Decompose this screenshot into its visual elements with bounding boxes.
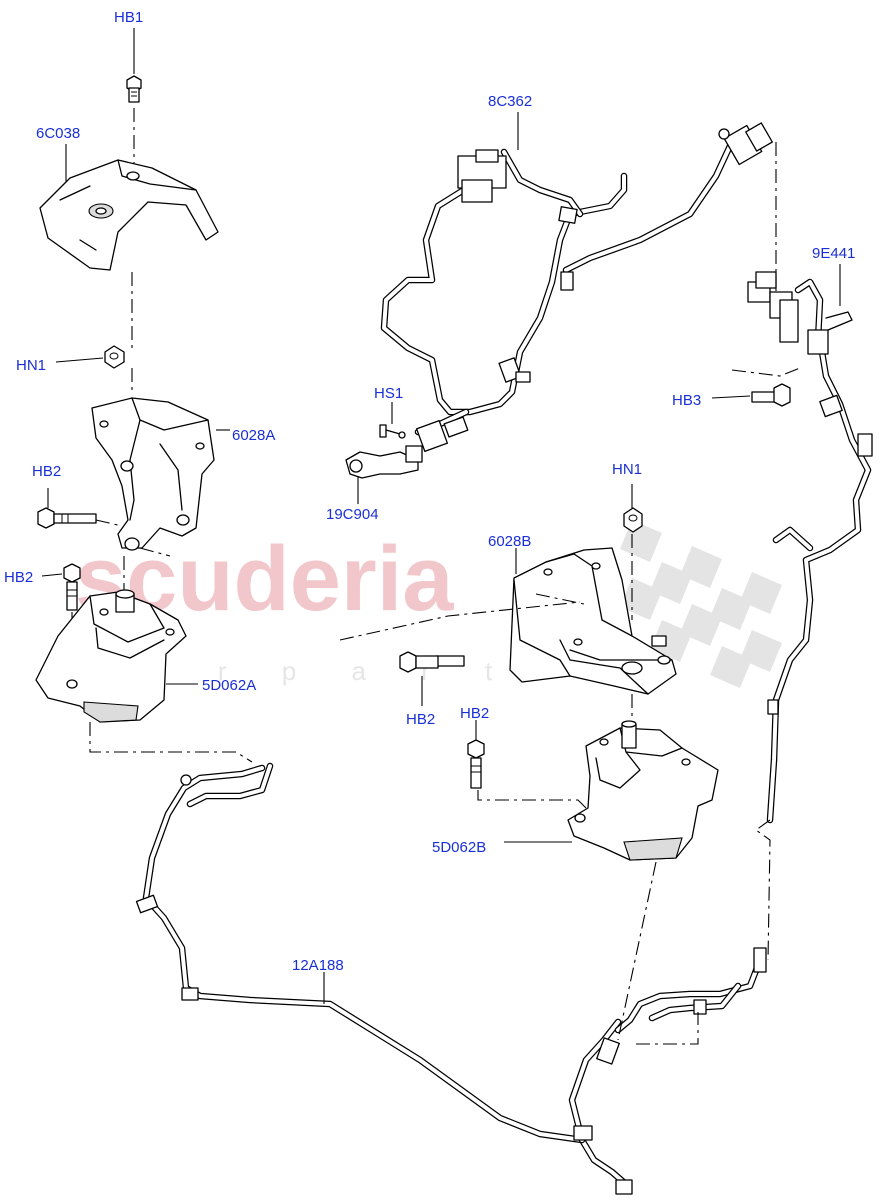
hb3-bolt [751, 383, 791, 407]
label-5d062b: 5D062B [432, 839, 486, 856]
checkered-flag-watermark [620, 520, 782, 688]
harness-9e441 [747, 271, 873, 824]
label-8c362: 8C362 [488, 93, 532, 110]
hn1-nut-right [623, 507, 643, 533]
label-6028b: 6028B [488, 533, 531, 550]
label-hn1-left: HN1 [16, 357, 46, 374]
engine-mount-5d062a [35, 589, 187, 723]
hb2-bolt-vertical-center [467, 739, 485, 789]
label-19c904: 19C904 [326, 506, 379, 523]
label-6c038: 6C038 [36, 125, 80, 142]
bracket-6028a [91, 397, 215, 551]
labels: HB1 6C038 HN1 6028A HB2 HB2 5D062A 8C362… [4, 9, 855, 974]
hose-lower-right [614, 947, 767, 1034]
heat-shield-6c038 [39, 159, 219, 271]
label-5d062a: 5D062A [202, 677, 256, 694]
hose-12a188 [135, 762, 633, 1195]
label-12a188: 12A188 [292, 957, 344, 974]
label-hs1: HS1 [374, 385, 403, 402]
hn1-nut-left [104, 345, 125, 369]
hb1-bolt [126, 75, 142, 103]
hb2-bolt-horizontal [37, 507, 97, 529]
label-hb2-d: HB2 [460, 705, 489, 722]
hb2-bolt-center [399, 651, 465, 673]
harness-8c362 [380, 122, 773, 453]
label-hb1: HB1 [114, 9, 143, 26]
label-hb2-c: HB2 [406, 711, 435, 728]
hs1-screw [379, 424, 406, 439]
label-hb2-a: HB2 [32, 463, 61, 480]
label-6028a: 6028A [232, 427, 275, 444]
label-hb2-b: HB2 [4, 569, 33, 586]
label-9e441: 9E441 [812, 245, 855, 262]
engine-mount-5d062b [567, 720, 719, 861]
sensor-19c904 [345, 445, 423, 479]
bracket-6028b [509, 547, 677, 695]
label-hb3: HB3 [672, 392, 701, 409]
hb2-bolt-vertical [63, 563, 81, 611]
label-hn1-right: HN1 [612, 461, 642, 478]
